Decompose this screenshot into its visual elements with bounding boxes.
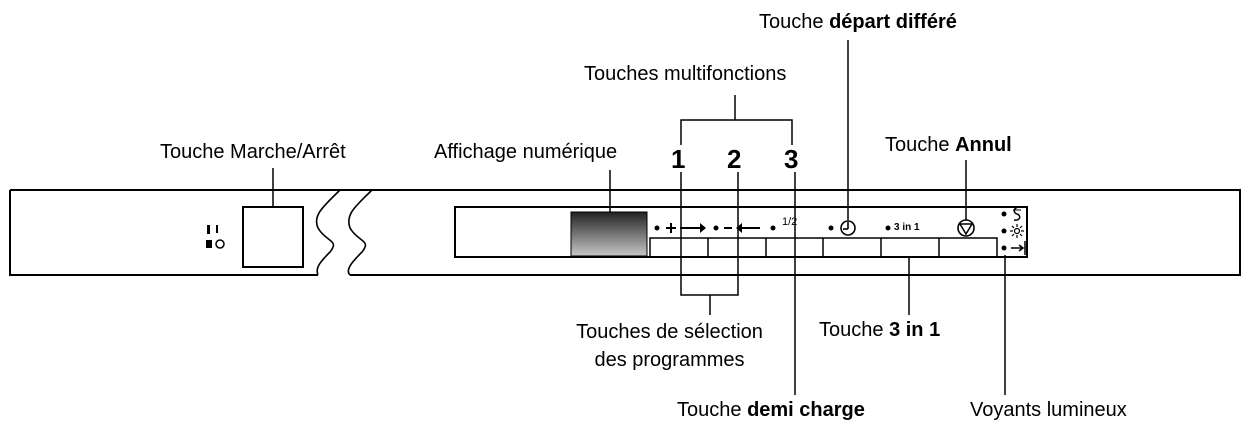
label-three-in-one: Touche 3 in 1: [819, 319, 941, 341]
label-multifunction: Touches multifonctions: [584, 63, 787, 85]
cancel-triangle-icon: [957, 219, 975, 237]
label-on-off: Touche Marche/Arrêt: [160, 141, 346, 163]
rinse-aid-indicator-icon: [1010, 224, 1024, 238]
label-half-load: Touche demi charge: [677, 399, 865, 421]
salt-indicator-icon: [1013, 206, 1021, 221]
label-cancel: Touche Annul: [885, 134, 1012, 156]
label-start-delay: Touche départ différé: [759, 11, 957, 33]
on-off-button: [242, 206, 304, 268]
clock-icon: [840, 220, 856, 236]
power-symbol-icon: [206, 225, 225, 249]
digital-display: [570, 211, 648, 257]
three-in-one-symbol: 3 in 1: [894, 222, 920, 233]
label-indicators: Voyants lumineux: [970, 399, 1127, 421]
plus-arrow-right-icon: [666, 223, 706, 233]
panel-break-right: [347, 189, 373, 276]
number-1: 1: [671, 144, 686, 174]
label-display: Affichage numérique: [434, 141, 618, 163]
number-3: 3: [784, 144, 799, 174]
end-indicator-icon: [1011, 241, 1026, 255]
number-2: 2: [727, 144, 742, 174]
minus-arrow-left-icon: [724, 223, 760, 233]
label-selection: Touches de sélection des programmes: [576, 321, 763, 371]
panel-break-left: [315, 189, 341, 276]
half-load-symbol: 1/2: [782, 216, 798, 228]
